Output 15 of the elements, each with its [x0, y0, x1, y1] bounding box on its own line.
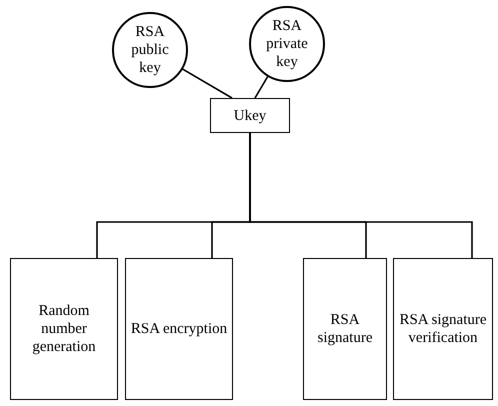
connector-line — [182, 68, 232, 99]
node-label: RSA private key — [265, 17, 309, 71]
node-label: RSA signature verification — [398, 311, 488, 347]
node-label: RSA encryption — [130, 320, 228, 338]
node-label: Ukey — [234, 106, 266, 124]
node-label: RSA public key — [130, 23, 170, 77]
node-label: RSA signature — [316, 311, 374, 347]
process-box — [210, 98, 290, 133]
process-box — [393, 258, 493, 400]
process-box — [303, 258, 387, 400]
connector-line — [254, 76, 268, 98]
connector-line — [249, 133, 473, 258]
process-box — [10, 258, 118, 400]
node-label: Random number generation — [31, 302, 97, 356]
process-box — [125, 258, 233, 400]
